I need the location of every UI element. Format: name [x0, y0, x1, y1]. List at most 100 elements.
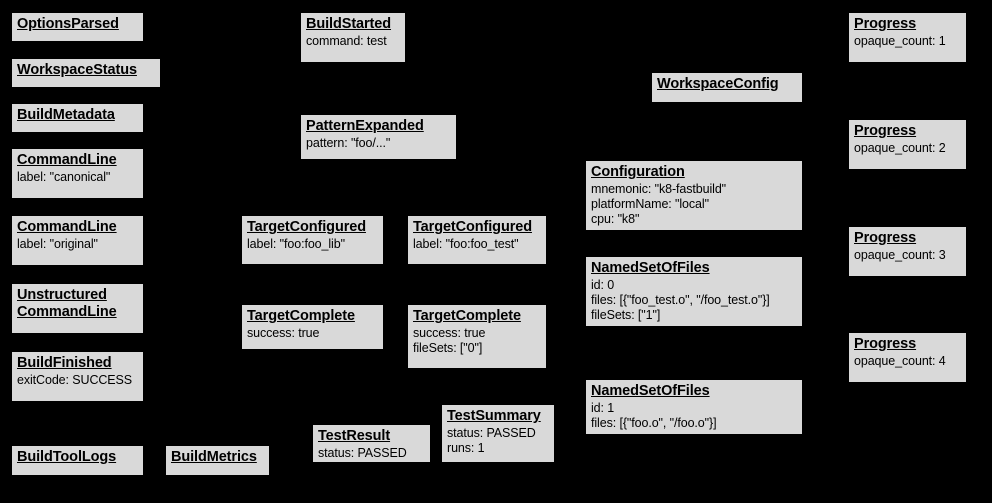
node-title: CommandLine: [17, 219, 138, 236]
node-title: TargetConfigured: [247, 219, 378, 236]
node-attribute: opaque_count: 1: [854, 34, 946, 48]
node-pattern-expanded[interactable]: PatternExpanded pattern: "foo/...": [300, 114, 457, 160]
node-build-started[interactable]: BuildStarted command: test: [300, 12, 406, 63]
node-title: BuildMetadata: [17, 107, 138, 124]
node-title-line: WorkspaceConfig: [657, 76, 779, 92]
node-progress-3[interactable]: Progress opaque_count: 3: [848, 226, 967, 277]
node-attribute: files: [{"foo.o", "/foo.o"}]: [591, 416, 717, 430]
node-attributes: pattern: "foo/...": [306, 136, 451, 151]
node-attribute: label: "original": [17, 237, 98, 251]
node-attribute: command: test: [306, 34, 387, 48]
node-attribute: status: PASSED: [318, 446, 407, 460]
node-title: NamedSetOfFiles: [591, 383, 797, 400]
node-attributes: opaque_count: 1: [854, 34, 961, 49]
node-title-line: BuildMetadata: [17, 107, 115, 123]
node-title-line: Progress: [854, 123, 917, 139]
node-attribute: success: true: [247, 326, 320, 340]
node-attribute: cpu: "k8": [591, 212, 640, 226]
node-test-result[interactable]: TestResult status: PASSED: [312, 424, 431, 463]
node-title: BuildStarted: [306, 16, 400, 33]
node-attributes: opaque_count: 2: [854, 141, 961, 156]
node-title: TargetConfigured: [413, 219, 541, 236]
node-attribute: fileSets: ["0"]: [413, 341, 483, 355]
node-attribute: fileSets: ["1"]: [591, 308, 661, 322]
node-title: PatternExpanded: [306, 118, 451, 135]
node-attribute: id: 1: [591, 401, 615, 415]
node-target-configured-foo-lib[interactable]: TargetConfigured label: "foo:foo_lib": [241, 215, 384, 265]
node-attribute: files: [{"foo_test.o", "/foo_test.o"}]: [591, 293, 770, 307]
node-title-line: NamedSetOfFiles: [591, 260, 710, 276]
node-title: Progress: [854, 123, 961, 140]
node-build-tool-logs[interactable]: BuildToolLogs: [11, 445, 144, 476]
node-title-line: TestResult: [318, 428, 391, 444]
node-target-configured-foo-test[interactable]: TargetConfigured label: "foo:foo_test": [407, 215, 547, 265]
node-title-line: PatternExpanded: [306, 118, 424, 134]
node-attributes: label: "original": [17, 237, 138, 252]
node-attribute: opaque_count: 2: [854, 141, 946, 155]
node-build-metadata[interactable]: BuildMetadata: [11, 103, 144, 133]
node-title-line: TestSummary: [447, 408, 541, 424]
node-attributes: success: true: [247, 326, 378, 341]
node-title-line: TargetConfigured: [247, 219, 366, 235]
node-attributes: opaque_count: 4: [854, 354, 961, 369]
node-title-line: Progress: [854, 16, 917, 32]
node-title-line: Configuration: [591, 164, 685, 180]
node-title-line: TargetConfigured: [413, 219, 532, 235]
node-attribute: opaque_count: 4: [854, 354, 946, 368]
node-attribute: label: "foo:foo_test": [413, 237, 519, 251]
node-attributes: label: "foo:foo_test": [413, 237, 541, 252]
node-title: BuildMetrics: [171, 449, 264, 466]
node-attributes: opaque_count: 3: [854, 248, 961, 263]
node-workspace-status[interactable]: WorkspaceStatus: [11, 58, 161, 88]
node-attribute: pattern: "foo/...": [306, 136, 391, 150]
node-title-line: CommandLine: [17, 219, 117, 235]
node-attribute: status: PASSED: [447, 426, 536, 440]
node-options-parsed[interactable]: OptionsParsed: [11, 12, 144, 42]
node-title: WorkspaceStatus: [17, 62, 155, 79]
node-title-line: Progress: [854, 230, 917, 246]
node-attribute: opaque_count: 3: [854, 248, 946, 262]
node-attribute: label: "foo:foo_lib": [247, 237, 345, 251]
node-attributes: exitCode: SUCCESS: [17, 373, 138, 388]
node-progress-1[interactable]: Progress opaque_count: 1: [848, 12, 967, 63]
node-attribute: runs: 1: [447, 441, 485, 455]
node-title: Progress: [854, 16, 961, 33]
node-attribute: exitCode: SUCCESS: [17, 373, 133, 387]
node-title-line: CommandLine: [17, 304, 117, 320]
node-title-line: BuildStarted: [306, 16, 392, 32]
node-progress-2[interactable]: Progress opaque_count: 2: [848, 119, 967, 170]
node-title: WorkspaceConfig: [657, 76, 797, 93]
node-attributes: label: "foo:foo_lib": [247, 237, 378, 252]
node-title: CommandLine: [17, 152, 138, 169]
node-title: OptionsParsed: [17, 16, 138, 33]
node-workspace-config[interactable]: WorkspaceConfig: [651, 72, 803, 103]
node-attributes: command: test: [306, 34, 400, 49]
node-title: NamedSetOfFiles: [591, 260, 797, 277]
node-title-line: BuildMetrics: [171, 449, 257, 465]
node-title: Configuration: [591, 164, 797, 181]
node-title: TestSummary: [447, 408, 549, 425]
node-attributes: label: "canonical": [17, 170, 138, 185]
node-title: TargetComplete: [247, 308, 378, 325]
node-title: BuildFinished: [17, 355, 138, 372]
node-build-metrics[interactable]: BuildMetrics: [165, 445, 270, 476]
node-title-line: BuildToolLogs: [17, 449, 117, 465]
node-command-line-original[interactable]: CommandLine label: "original": [11, 215, 144, 266]
node-attribute: platformName: "local": [591, 197, 709, 211]
node-title-line: Unstructured: [17, 287, 107, 303]
